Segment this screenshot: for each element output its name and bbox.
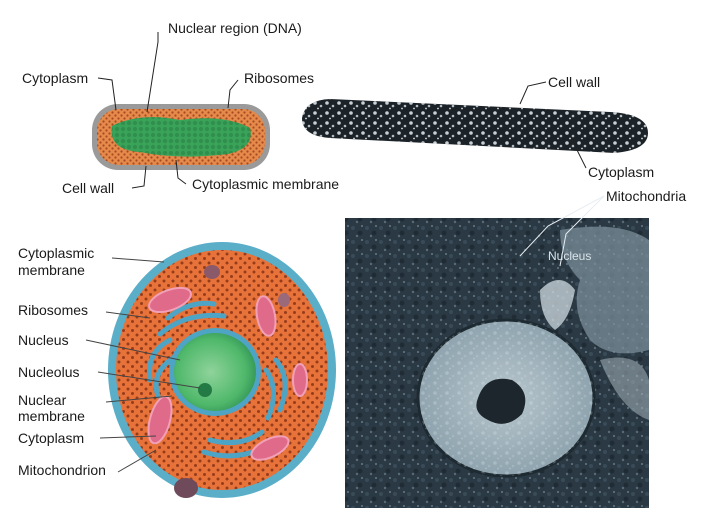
label-eu-nuclear-membrane-line2: membrane (18, 408, 85, 424)
leader-bacterium-cell-wall (520, 82, 546, 104)
vesicle (278, 293, 290, 307)
leader-ribosomes (228, 80, 238, 108)
label-eu-nucleolus: Nucleolus (18, 364, 79, 380)
vesicle (204, 265, 220, 279)
label-cytoplasm: Cytoplasm (22, 70, 88, 86)
label-micrograph-nucleus: Nucleus (548, 248, 591, 264)
label-bacterium-cytoplasm: Cytoplasm (588, 164, 654, 180)
label-cell-wall: Cell wall (62, 180, 114, 196)
leader-eu-cytoplasmic-membrane (112, 258, 164, 262)
label-eu-mitochondrion: Mitochondrion (18, 462, 106, 478)
label-nuclear-region: Nuclear region (DNA) (168, 20, 302, 36)
label-eu-cytoplasm: Cytoplasm (18, 430, 84, 446)
label-eu-cytoplasmic-membrane-line1: Cytoplasmic (18, 245, 94, 261)
label-eu-ribosomes: Ribosomes (18, 302, 88, 318)
label-mitochondria: Mitochondria (606, 188, 686, 204)
label-bacterium-cell-wall: Cell wall (548, 74, 600, 90)
label-eu-cytoplasmic-membrane-line2: membrane (18, 262, 85, 278)
prokaryote-diagram (92, 32, 270, 188)
nucleolus (198, 383, 212, 397)
bacterium-micrograph (302, 82, 648, 168)
label-cytoplasmic-membrane: Cytoplasmic membrane (192, 176, 339, 192)
label-eu-nuclear-membrane-line1: Nuclear (18, 392, 66, 408)
label-eu-nucleus: Nucleus (18, 332, 69, 348)
eukaryote-diagram (86, 242, 336, 498)
label-ribosomes: Ribosomes (244, 70, 314, 86)
eukaryote-micrograph (345, 196, 649, 508)
nucleus (174, 333, 256, 411)
vesicle (174, 478, 198, 498)
leader-nuclear-region (147, 32, 158, 112)
